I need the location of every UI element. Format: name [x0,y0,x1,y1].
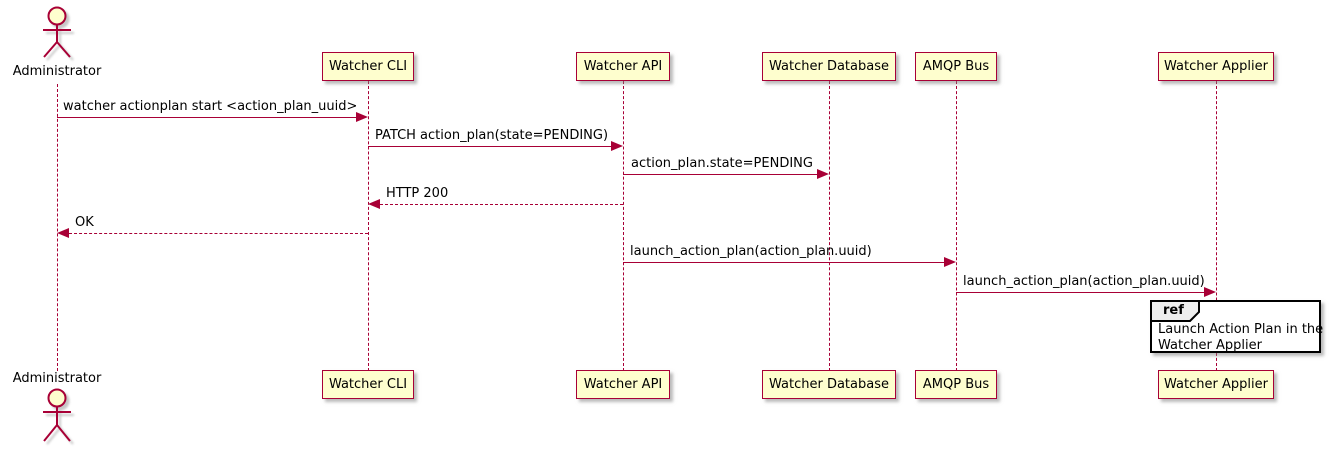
message-line-2 [368,146,612,147]
participant-top-watcher-cli: Watcher CLI [322,52,414,81]
actor-figure-icon [43,388,71,442]
message-line-5 [69,233,368,234]
lifeline-watcher-api [623,81,624,371]
arrowhead-right-icon [944,257,956,267]
participant-bottom-watcher-applier: Watcher Applier [1158,370,1274,399]
participant-bottom-watcher-api: Watcher API [576,370,670,399]
participant-bottom-amqp-bus: AMQP Bus [915,370,997,399]
participant-top-amqp-bus: AMQP Bus [915,52,997,81]
message-line-6 [623,262,945,263]
ref-fragment: ref Launch Action Plan in the Watcher Ap… [1150,300,1323,354]
message-line-4 [380,204,623,205]
arrowhead-right-icon [1204,287,1216,297]
message-label-2: PATCH action_plan(state=PENDING) [375,128,609,143]
arrowhead-right-icon [817,169,829,179]
actor-label-bottom: Administrator [12,371,102,386]
lifeline-amqp-bus [956,81,957,371]
message-line-7 [956,292,1205,293]
participant-top-watcher-database: Watcher Database [762,52,896,81]
lifeline-watcher-database [829,81,830,371]
lifeline-watcher-cli [368,81,369,371]
message-label-1: watcher actionplan start <action_plan_uu… [63,99,358,114]
arrowhead-right-icon [611,141,623,151]
ref-keyword: ref [1163,303,1184,318]
arrowhead-left-icon [57,228,69,238]
message-label-3: action_plan.state=PENDING [631,156,813,171]
message-label-6: launch_action_plan(action_plan.uuid) [630,244,872,259]
arrowhead-right-icon [356,112,368,122]
message-label-7: launch_action_plan(action_plan.uuid) [963,274,1205,289]
participant-bottom-watcher-database: Watcher Database [762,370,896,399]
actor-label-top: Administrator [12,64,102,79]
participant-top-watcher-applier: Watcher Applier [1158,52,1274,81]
actor-figure-icon [43,6,71,58]
message-label-5: OK [75,215,94,230]
ref-tab-icon [1150,300,1200,322]
message-label-4: HTTP 200 [386,186,449,201]
lifeline-watcher-applier [1216,81,1217,371]
message-line-1 [57,117,357,118]
participant-bottom-watcher-cli: Watcher CLI [322,370,414,399]
ref-text-line2: Watcher Applier [1158,338,1262,353]
arrowhead-left-icon [368,199,380,209]
ref-text: Launch Action Plan in the Watcher Applie… [1158,322,1323,354]
lifeline-administrator [57,84,58,371]
participant-top-watcher-api: Watcher API [576,52,670,81]
message-line-3 [623,174,818,175]
ref-text-line1: Launch Action Plan in the [1158,322,1324,337]
